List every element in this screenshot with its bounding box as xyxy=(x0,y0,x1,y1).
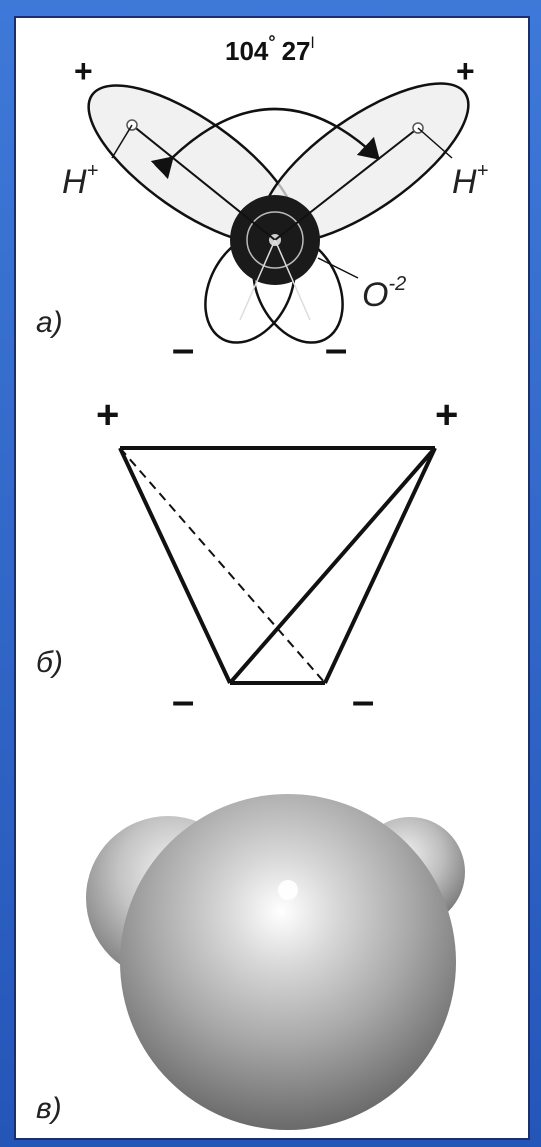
plus-charge-right-a: + xyxy=(456,53,475,89)
oxygen-sphere xyxy=(120,794,456,1130)
oxygen-label: O-2 xyxy=(362,273,406,314)
diagram-b-tetrahedron xyxy=(118,446,437,685)
diagram-b-labels: + + б) – – xyxy=(36,393,458,723)
diagram-c-space-filling-model: в) xyxy=(36,794,465,1130)
hydrogen-right-label: H+ xyxy=(452,160,488,201)
angle-value-label: 104°27ǀ xyxy=(225,32,315,66)
diagram-a-labels: 104°27ǀ + + H+ H+ O-2 а) – – xyxy=(36,32,488,371)
hydrogen-left-label: H+ xyxy=(62,160,98,201)
minus-charge-left-a: – xyxy=(172,327,194,371)
diagram-a-orbitals xyxy=(87,82,470,344)
plus-charge-left-a: + xyxy=(74,53,93,89)
bond-angle-arc xyxy=(150,107,380,180)
plus-charge-left-b: + xyxy=(96,393,119,437)
panel-label-c: в) xyxy=(36,1092,62,1125)
panel-label-a: а) xyxy=(36,306,63,339)
minus-charge-right-a: – xyxy=(325,327,347,371)
minus-charge-right-b: – xyxy=(352,679,374,723)
panel-label-b: б) xyxy=(36,646,63,679)
minus-charge-left-b: – xyxy=(172,679,194,723)
plus-charge-right-b: + xyxy=(435,393,458,437)
